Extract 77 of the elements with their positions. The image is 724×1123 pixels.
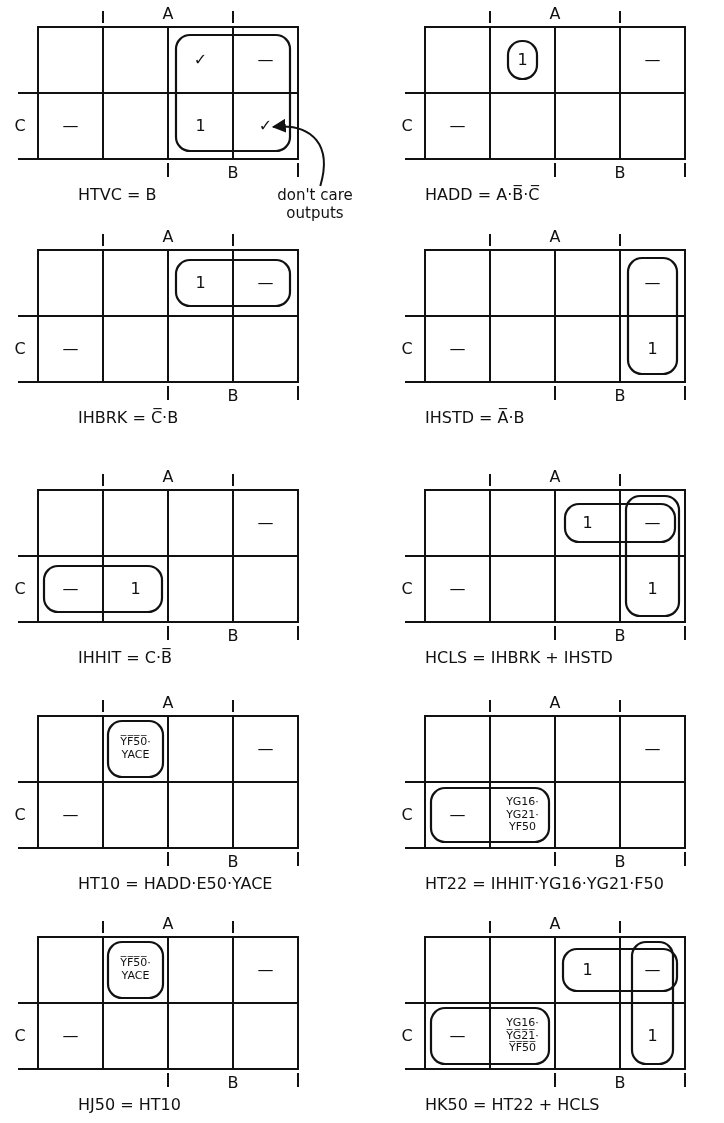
boolean-expression: HT10 = HADD·E50·YACE	[78, 874, 273, 894]
boolean-expression: HK50 = HT22 + HCLS	[425, 1095, 600, 1115]
cell-value: —	[62, 1026, 79, 1046]
variable-label: A	[162, 914, 174, 934]
cell-value: 1	[517, 50, 528, 70]
variable-label: B	[614, 386, 626, 406]
variable-label: A	[162, 693, 174, 713]
cell-value: —	[257, 960, 274, 980]
variable-label: C	[14, 579, 26, 599]
cell-value: 1	[647, 339, 658, 359]
cell-value: —	[449, 339, 466, 359]
variable-label: A	[549, 227, 561, 247]
cell-value: —	[257, 739, 274, 759]
boolean-expression: HT22 = IHHIT·YG16·YG21·F50	[425, 874, 664, 894]
variable-label: C	[14, 116, 26, 136]
cell-value: 1	[582, 513, 593, 533]
variable-label: C	[401, 116, 413, 136]
cell-value: —	[449, 579, 466, 599]
variable-label: B	[227, 1073, 239, 1093]
variable-label: A	[162, 227, 174, 247]
boolean-expression: IHHIT = C·B̅	[78, 648, 173, 668]
cell-value: —	[257, 50, 274, 70]
leader-line	[271, 119, 325, 187]
variable-label: A	[162, 4, 174, 24]
variable-label: B	[227, 626, 239, 646]
cell-value: 1	[582, 960, 593, 980]
cell-value: 1	[130, 579, 141, 599]
variable-label: C	[14, 1026, 26, 1046]
variable-label: A	[549, 693, 561, 713]
cell-value: —	[449, 116, 466, 136]
annotation-text: don't care outputs	[262, 186, 368, 222]
boolean-expression: HADD = A·B̅·C̅	[425, 185, 540, 205]
cell-value: —	[62, 805, 79, 825]
cell-value: —	[62, 339, 79, 359]
cell-value: ✓	[193, 50, 208, 70]
variable-label: C	[401, 579, 413, 599]
variable-label: A	[549, 4, 561, 24]
variable-label: B	[227, 163, 239, 183]
cell-value: YG16· YG21· YF50	[505, 796, 540, 834]
boolean-expression: IHSTD = A̅·B	[425, 408, 525, 428]
variable-label: A	[549, 467, 561, 487]
variable-label: C	[14, 805, 26, 825]
cell-value: —	[644, 273, 661, 293]
variable-label: A	[162, 467, 174, 487]
cell-value: Y̅F̅5̅0̅· YACE	[119, 736, 152, 762]
cell-value: —	[449, 805, 466, 825]
check-mark: ✓	[258, 116, 273, 136]
cell-value: —	[644, 513, 661, 533]
boolean-expression: IHBRK = C̅·B	[78, 408, 179, 428]
cell-value: —	[449, 1026, 466, 1046]
cell-value: Y̅F̅5̅0̅· YACE	[119, 957, 152, 983]
variable-label: B	[227, 386, 239, 406]
cell-value: YG16· Y̅G̅2̅1̅· Y̅F̅5̅0̅	[505, 1017, 540, 1055]
cell-value: —	[257, 273, 274, 293]
variable-label: B	[614, 163, 626, 183]
variable-label: B	[614, 626, 626, 646]
cell-value: —	[644, 50, 661, 70]
variable-label: C	[401, 1026, 413, 1046]
variable-label: C	[401, 339, 413, 359]
cell-value: 1	[647, 579, 658, 599]
cell-value: —	[644, 960, 661, 980]
variable-label: C	[14, 339, 26, 359]
variable-label: A	[549, 914, 561, 934]
cell-value: —	[644, 739, 661, 759]
cell-value: 1	[195, 116, 206, 136]
cell-value: —	[62, 116, 79, 136]
cell-value: —	[257, 513, 274, 533]
cell-value: 1	[647, 1026, 658, 1046]
variable-label: B	[227, 852, 239, 872]
variable-label: C	[401, 805, 413, 825]
boolean-expression: HCLS = IHBRK + IHSTD	[425, 648, 613, 668]
variable-label: B	[614, 852, 626, 872]
variable-label: B	[614, 1073, 626, 1093]
boolean-expression: HTVC = B	[78, 185, 157, 205]
boolean-expression: HJ50 = HT10	[78, 1095, 181, 1115]
cell-value: 1	[195, 273, 206, 293]
cell-value: —	[62, 579, 79, 599]
